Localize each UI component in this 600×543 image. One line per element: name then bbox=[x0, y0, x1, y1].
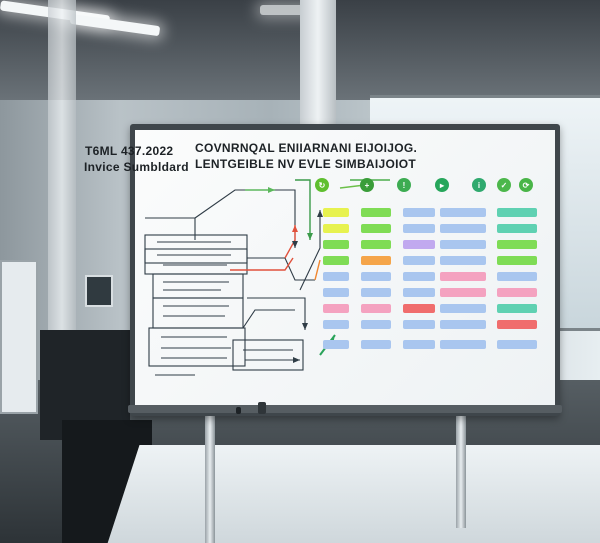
legend-chip bbox=[323, 208, 349, 217]
arrow-heads bbox=[292, 210, 323, 363]
legend-chip bbox=[323, 288, 349, 297]
legend-chip bbox=[440, 340, 486, 349]
legend-chip bbox=[361, 304, 391, 313]
legend-chip bbox=[440, 208, 486, 217]
legend-chip bbox=[323, 272, 349, 281]
legend-chip bbox=[323, 340, 349, 349]
legend-chip bbox=[403, 240, 435, 249]
legend-chip bbox=[497, 224, 537, 233]
whiteboard: ↻ + ! ▸ i ✓ ⟳ bbox=[130, 124, 560, 416]
legend-chip bbox=[403, 272, 435, 281]
legend-chip bbox=[323, 320, 349, 329]
legend-chip bbox=[403, 208, 435, 217]
board-title: T6ML 437.2022 bbox=[85, 144, 174, 158]
legend-chip bbox=[497, 340, 537, 349]
legend-chip bbox=[497, 288, 537, 297]
board-clip bbox=[236, 407, 241, 414]
legend-chip bbox=[440, 240, 486, 249]
table bbox=[100, 445, 600, 543]
legend-chip bbox=[323, 240, 349, 249]
legend-chip bbox=[323, 224, 349, 233]
check-circle-icon: ✓ bbox=[497, 178, 511, 192]
diagram-boxes bbox=[144, 189, 321, 376]
monitor bbox=[85, 275, 113, 307]
rotate-icon: ⟳ bbox=[519, 178, 533, 192]
legend-chip bbox=[361, 320, 391, 329]
legend-chip bbox=[403, 340, 435, 349]
legend-chip bbox=[361, 340, 391, 349]
legend-chip bbox=[361, 256, 391, 265]
diagram-lines bbox=[157, 241, 293, 361]
legend-chip bbox=[497, 256, 537, 265]
info-icon: i bbox=[472, 178, 486, 192]
legend-chip bbox=[323, 256, 349, 265]
legend-chip bbox=[361, 272, 391, 281]
legend-chip bbox=[497, 208, 537, 217]
legend-chip bbox=[497, 272, 537, 281]
legend-chip bbox=[403, 320, 435, 329]
whiteboard-surface: ↻ + ! ▸ i ✓ ⟳ bbox=[135, 130, 555, 410]
legend-chip bbox=[440, 320, 486, 329]
legend-chip bbox=[440, 304, 486, 313]
flow-diagram bbox=[144, 179, 390, 376]
legend-chip bbox=[403, 256, 435, 265]
board-subtitle: Invice Sumbldard bbox=[84, 160, 189, 174]
legend-chip bbox=[403, 224, 435, 233]
legend-chip bbox=[440, 256, 486, 265]
ceiling-light bbox=[260, 5, 320, 15]
legend-chip bbox=[323, 304, 349, 313]
plus-circle-icon: + bbox=[360, 178, 374, 192]
legend-chip bbox=[497, 320, 537, 329]
legend-chip bbox=[440, 272, 486, 281]
marker-tray bbox=[128, 405, 562, 413]
legend-chip bbox=[361, 224, 391, 233]
legend-chip bbox=[361, 288, 391, 297]
legend-chip bbox=[497, 304, 537, 313]
legend-chip bbox=[497, 240, 537, 249]
easel-leg bbox=[456, 410, 466, 528]
play-icon: ▸ bbox=[435, 178, 449, 192]
legend-chip bbox=[440, 224, 486, 233]
legend-chip bbox=[361, 240, 391, 249]
warning-icon: ! bbox=[397, 178, 411, 192]
arrow-circle-icon: ↻ bbox=[315, 178, 329, 192]
easel-leg bbox=[205, 410, 215, 543]
legend-chip bbox=[403, 304, 435, 313]
board-subheading: LENTGEIBLE NV EVLE SIMBAIJOIOT bbox=[195, 157, 417, 171]
board-heading: COVNRNQAL ENIIARNANI EIJOIJOG. bbox=[195, 141, 418, 155]
shelf bbox=[0, 260, 38, 414]
legend-chip bbox=[440, 288, 486, 297]
legend-chip bbox=[403, 288, 435, 297]
legend-chip bbox=[361, 208, 391, 217]
board-clip bbox=[258, 402, 266, 414]
